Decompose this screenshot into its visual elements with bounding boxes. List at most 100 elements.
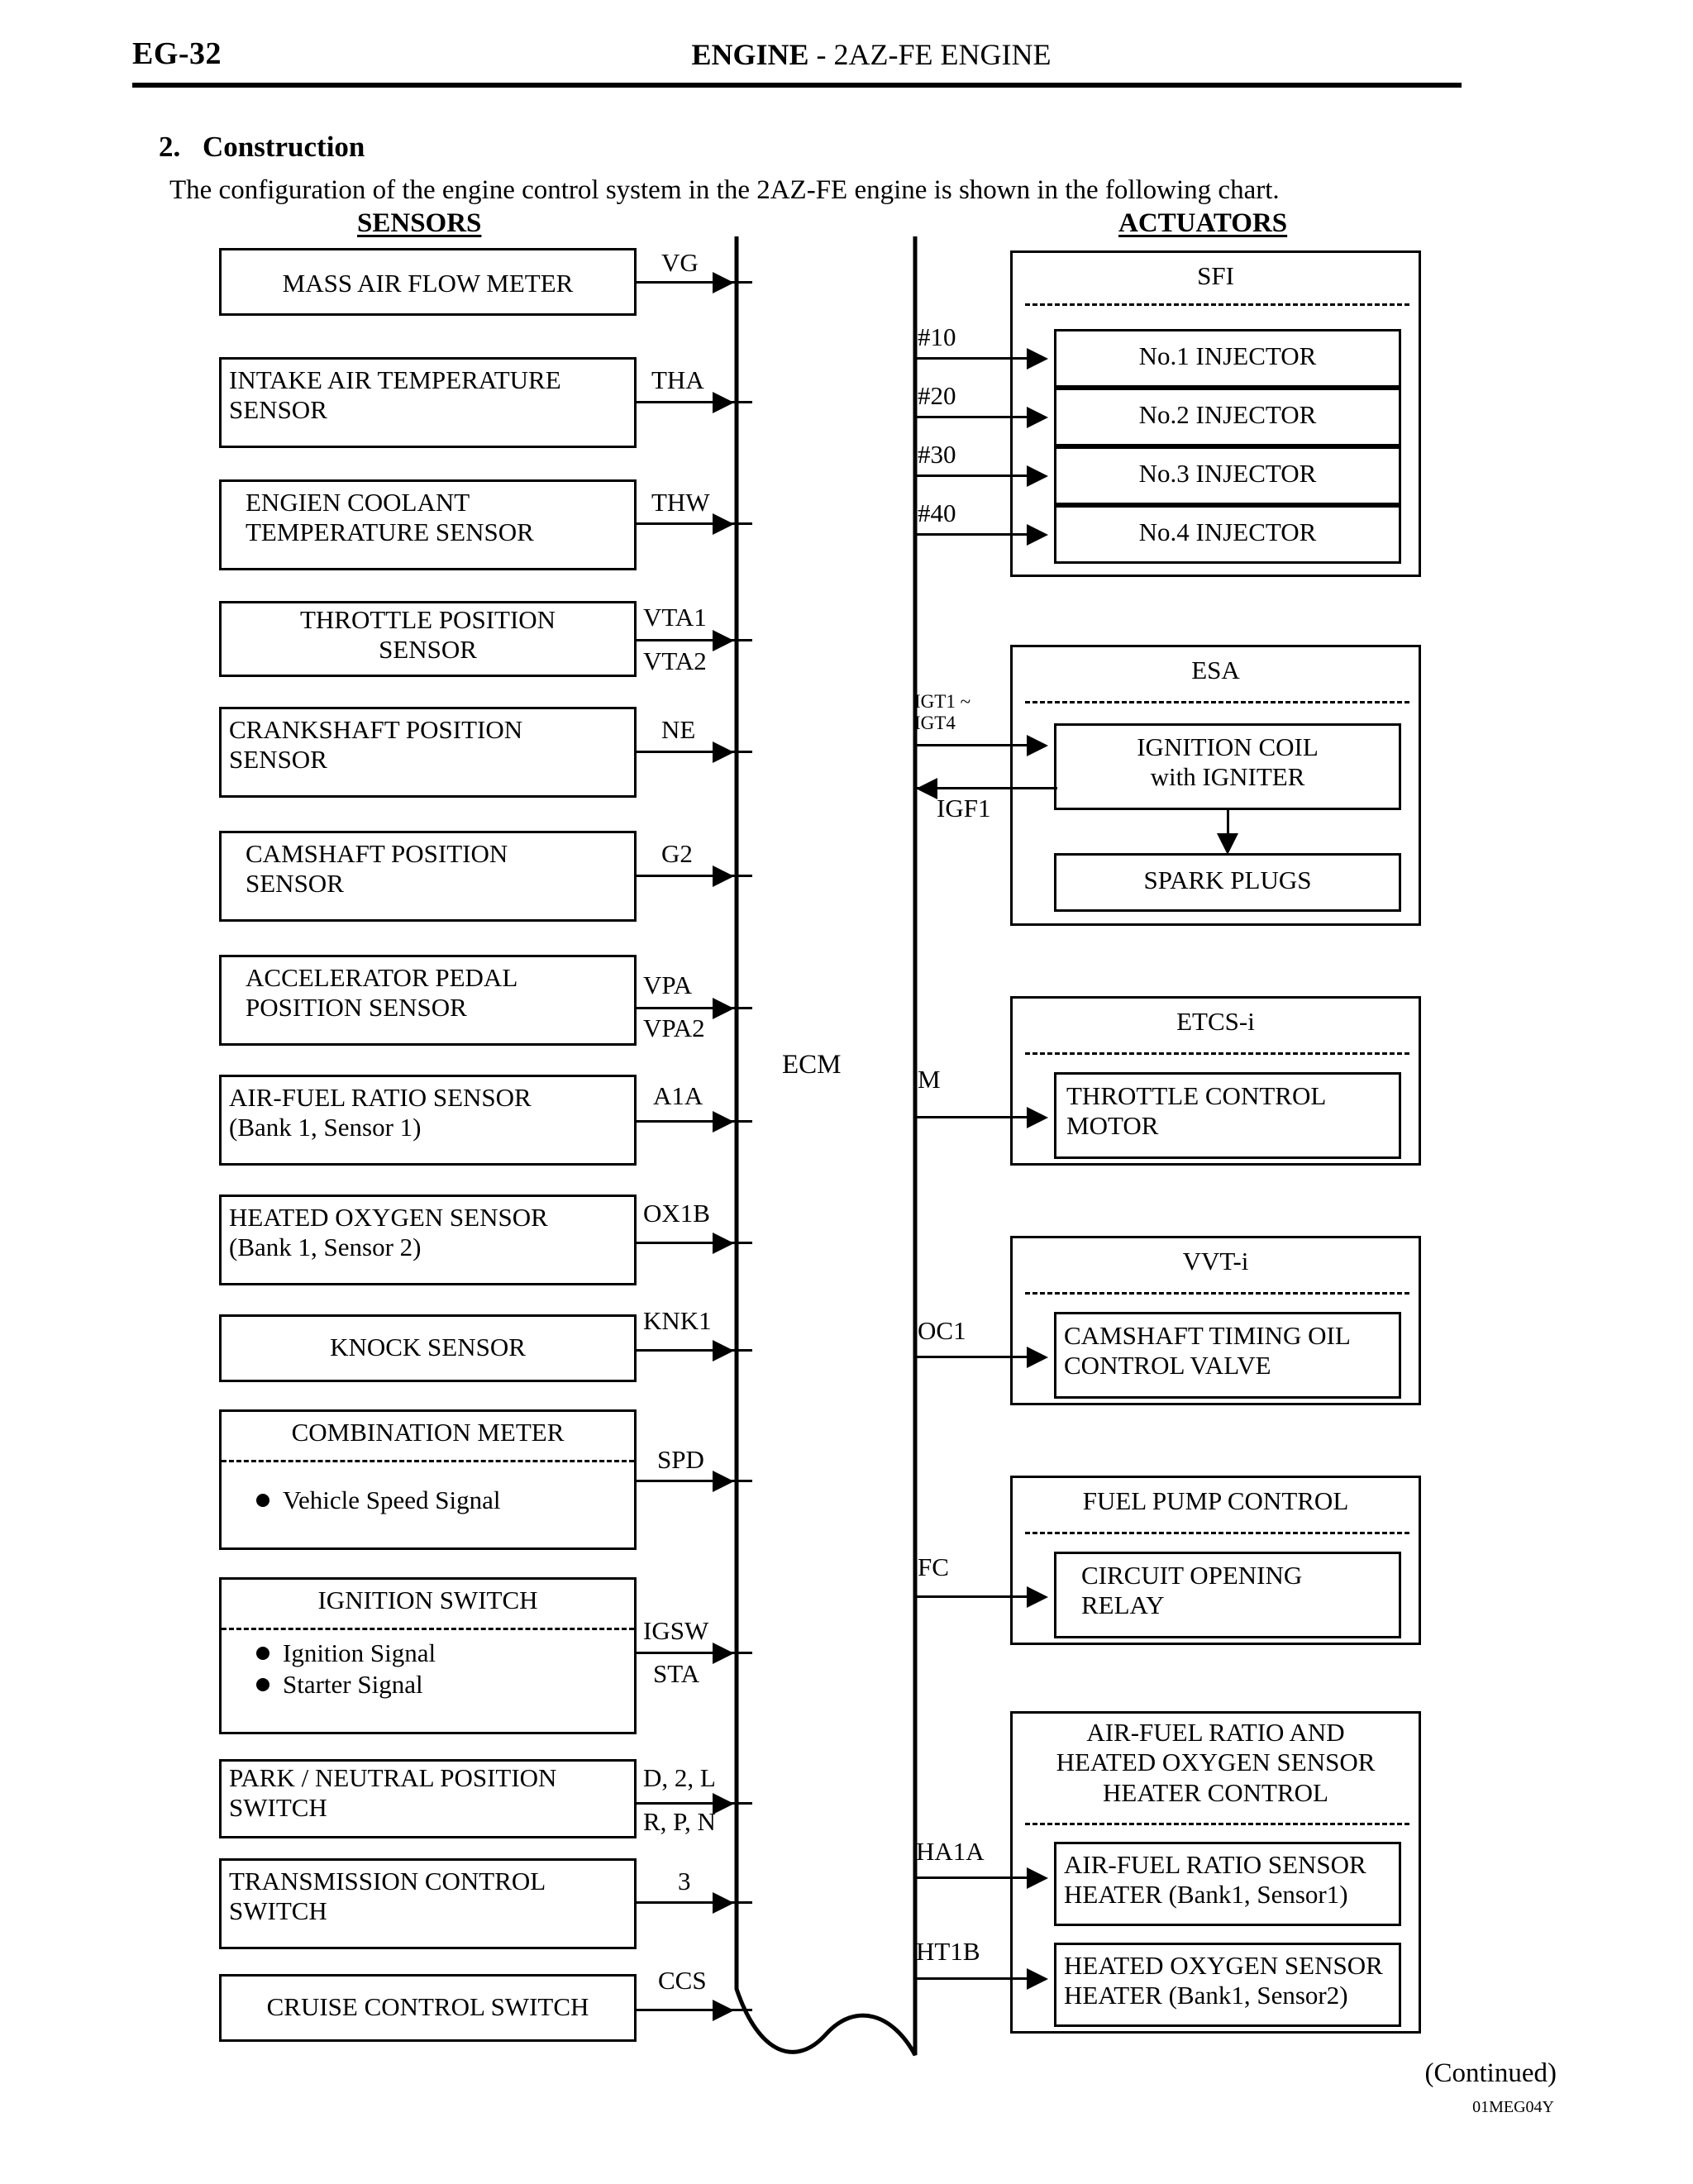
sensor-label-transmission-control-switch: TRANSMISSION CONTROL SWITCH bbox=[229, 1867, 546, 1926]
signal-label-vpa: VPA bbox=[643, 970, 693, 999]
signal-line-ht1b bbox=[915, 1977, 1037, 1980]
signal-label-inj2: #20 bbox=[918, 381, 956, 410]
signal-label-inj1: #10 bbox=[918, 322, 956, 351]
sensor-label-heated-oxygen-sensor: HEATED OXYGEN SENSOR (Bank 1, Sensor 2) bbox=[229, 1203, 548, 1262]
actuator-box-injector-2 bbox=[1054, 388, 1401, 446]
sensor-box-intake-air-temperature-sensor bbox=[219, 357, 637, 448]
actuators-column-heading: ACTUATORS bbox=[1118, 208, 1288, 238]
signal-arrow-ht1b bbox=[1027, 1968, 1048, 1990]
actuator-label-camshaft-timing-oil-control-valve: CAMSHAFT TIMING OIL CONTROL VALVE bbox=[1064, 1321, 1351, 1380]
signal-line-vta bbox=[637, 639, 752, 641]
sensor-label-crankshaft-position-sensor: CRANKSHAFT POSITION SENSOR bbox=[229, 715, 523, 775]
continued-note: (Continued) bbox=[1424, 2058, 1557, 2088]
signal-line-inj2 bbox=[915, 416, 1037, 418]
signal-label-oc1: OC1 bbox=[918, 1316, 966, 1345]
divider-combination-meter bbox=[222, 1460, 634, 1462]
arrow-coil-to-plugs bbox=[1217, 833, 1238, 855]
section-description: The configuration of the engine control … bbox=[169, 175, 1280, 205]
signal-arrow-igt bbox=[1027, 735, 1048, 756]
actuator-box-throttle-control-motor bbox=[1054, 1072, 1401, 1159]
signal-label-ha1a: HA1A bbox=[916, 1837, 985, 1866]
signal-line-fc bbox=[915, 1595, 1037, 1598]
sensor-box-ignition-switch bbox=[219, 1577, 637, 1734]
list-item-starter-signal: Starter Signal bbox=[256, 1670, 423, 1700]
signal-arrow-inj4 bbox=[1027, 524, 1048, 546]
bullet-icon bbox=[256, 1494, 269, 1508]
signal-label-igsw: IGSW bbox=[643, 1616, 709, 1645]
divider-etcsi bbox=[1025, 1052, 1409, 1055]
sensor-label-mass-air-flow-meter: MASS AIR FLOW METER bbox=[282, 269, 574, 298]
signal-label-ccs: CCS bbox=[658, 1966, 707, 1995]
signal-arrow-g2 bbox=[713, 865, 734, 887]
signal-line-g2 bbox=[637, 875, 752, 877]
signal-arrow-fc bbox=[1027, 1586, 1048, 1608]
sensor-box-air-fuel-ratio-sensor bbox=[219, 1075, 637, 1166]
signal-arrow-ox1b bbox=[713, 1233, 734, 1254]
actuator-box-af-sensor-heater bbox=[1054, 1842, 1401, 1926]
signal-label-sta: STA bbox=[653, 1659, 700, 1688]
sensor-box-park-neutral-position-switch bbox=[219, 1759, 637, 1838]
signal-label-fc: FC bbox=[918, 1552, 949, 1581]
signal-line-ne bbox=[637, 751, 752, 753]
actuator-box-camshaft-timing-oil-control-valve bbox=[1054, 1312, 1401, 1399]
signal-arrow-spd bbox=[713, 1471, 734, 1492]
sensor-box-transmission-control-switch bbox=[219, 1858, 637, 1949]
sensor-box-knock-sensor bbox=[219, 1314, 637, 1382]
divider-ignition-switch bbox=[222, 1628, 634, 1630]
header-rule bbox=[132, 83, 1462, 88]
sensor-label-park-neutral-position-switch: PARK / NEUTRAL POSITION SWITCH bbox=[229, 1763, 557, 1823]
signal-label-g2: G2 bbox=[661, 839, 693, 868]
signal-arrow-third bbox=[713, 1892, 734, 1914]
signal-arrow-vpa bbox=[713, 998, 734, 1019]
signal-label-ht1b: HT1B bbox=[916, 1937, 980, 1966]
bullet-icon bbox=[256, 1647, 269, 1661]
header-title-rest: - 2AZ-FE ENGINE bbox=[808, 38, 1052, 71]
signal-line-igf1 bbox=[915, 787, 1057, 789]
bullet-icon bbox=[256, 1678, 269, 1692]
list-item-label: Vehicle Speed Signal bbox=[283, 1485, 501, 1514]
ecm-block bbox=[734, 236, 918, 2081]
signal-arrow-vg bbox=[713, 272, 734, 293]
signal-label-d-2-l: D, 2, L bbox=[643, 1763, 716, 1792]
page-number: EG-32 bbox=[132, 36, 222, 71]
signal-line-m bbox=[915, 1116, 1037, 1118]
signal-line-knk1 bbox=[637, 1349, 752, 1352]
list-item-label: Ignition Signal bbox=[283, 1638, 436, 1667]
signal-line-thw bbox=[637, 522, 752, 525]
actuator-box-circuit-opening-relay bbox=[1054, 1552, 1401, 1638]
sensor-label-ignition-switch: IGNITION SWITCH bbox=[317, 1586, 538, 1614]
signal-label-inj4: #40 bbox=[918, 498, 956, 527]
signal-label-vpa2: VPA2 bbox=[643, 1013, 705, 1042]
actuator-label-spark-plugs: SPARK PLUGS bbox=[1143, 865, 1312, 894]
divider-sfi bbox=[1025, 303, 1409, 306]
actuator-group-title-etcsi: ETCS-i bbox=[1176, 1007, 1255, 1036]
signal-line-igsw bbox=[637, 1652, 752, 1654]
signal-label-ne: NE bbox=[661, 715, 696, 744]
signal-arrow-igsw bbox=[713, 1643, 734, 1664]
actuator-group-title-fuel-pump-control: FUEL PUMP CONTROL bbox=[1082, 1486, 1349, 1515]
signal-label-r-p-n: R, P, N bbox=[643, 1807, 716, 1836]
signal-line-a1a bbox=[637, 1120, 752, 1123]
sensor-box-mass-air-flow-meter bbox=[219, 248, 637, 316]
signal-arrow-igf1 bbox=[916, 778, 937, 799]
actuator-box-injector-4 bbox=[1054, 505, 1401, 564]
signal-line-tha bbox=[637, 401, 752, 403]
actuator-label-injector-1: No.1 INJECTOR bbox=[1138, 341, 1317, 370]
signal-label-igt: IGT1 ~ IGT4 bbox=[914, 691, 971, 734]
ecm-label: ECM bbox=[782, 1050, 842, 1080]
signal-line-inj1 bbox=[915, 357, 1037, 360]
sensor-label-throttle-position-sensor: THROTTLE POSITION SENSOR bbox=[299, 605, 556, 665]
connector-coil-to-plugs bbox=[1227, 810, 1229, 845]
actuator-label-af-sensor-heater: AIR-FUEL RATIO SENSOR HEATER (Bank1, Sen… bbox=[1064, 1850, 1366, 1910]
divider-esa bbox=[1025, 701, 1409, 703]
figure-code: 01MEG04Y bbox=[1472, 2098, 1554, 2116]
signal-label-vta1: VTA1 bbox=[643, 603, 707, 632]
sensor-label-knock-sensor: KNOCK SENSOR bbox=[330, 1333, 526, 1361]
signal-label-knk1: KNK1 bbox=[643, 1306, 712, 1335]
actuator-label-ho2-sensor-heater: HEATED OXYGEN SENSOR HEATER (Bank1, Sens… bbox=[1064, 1951, 1383, 2010]
list-item-label: Starter Signal bbox=[283, 1670, 423, 1699]
actuator-box-injector-3 bbox=[1054, 446, 1401, 505]
list-item-vehicle-speed-signal: Vehicle Speed Signal bbox=[256, 1485, 500, 1515]
sensor-box-accelerator-pedal-position-sensor bbox=[219, 955, 637, 1046]
